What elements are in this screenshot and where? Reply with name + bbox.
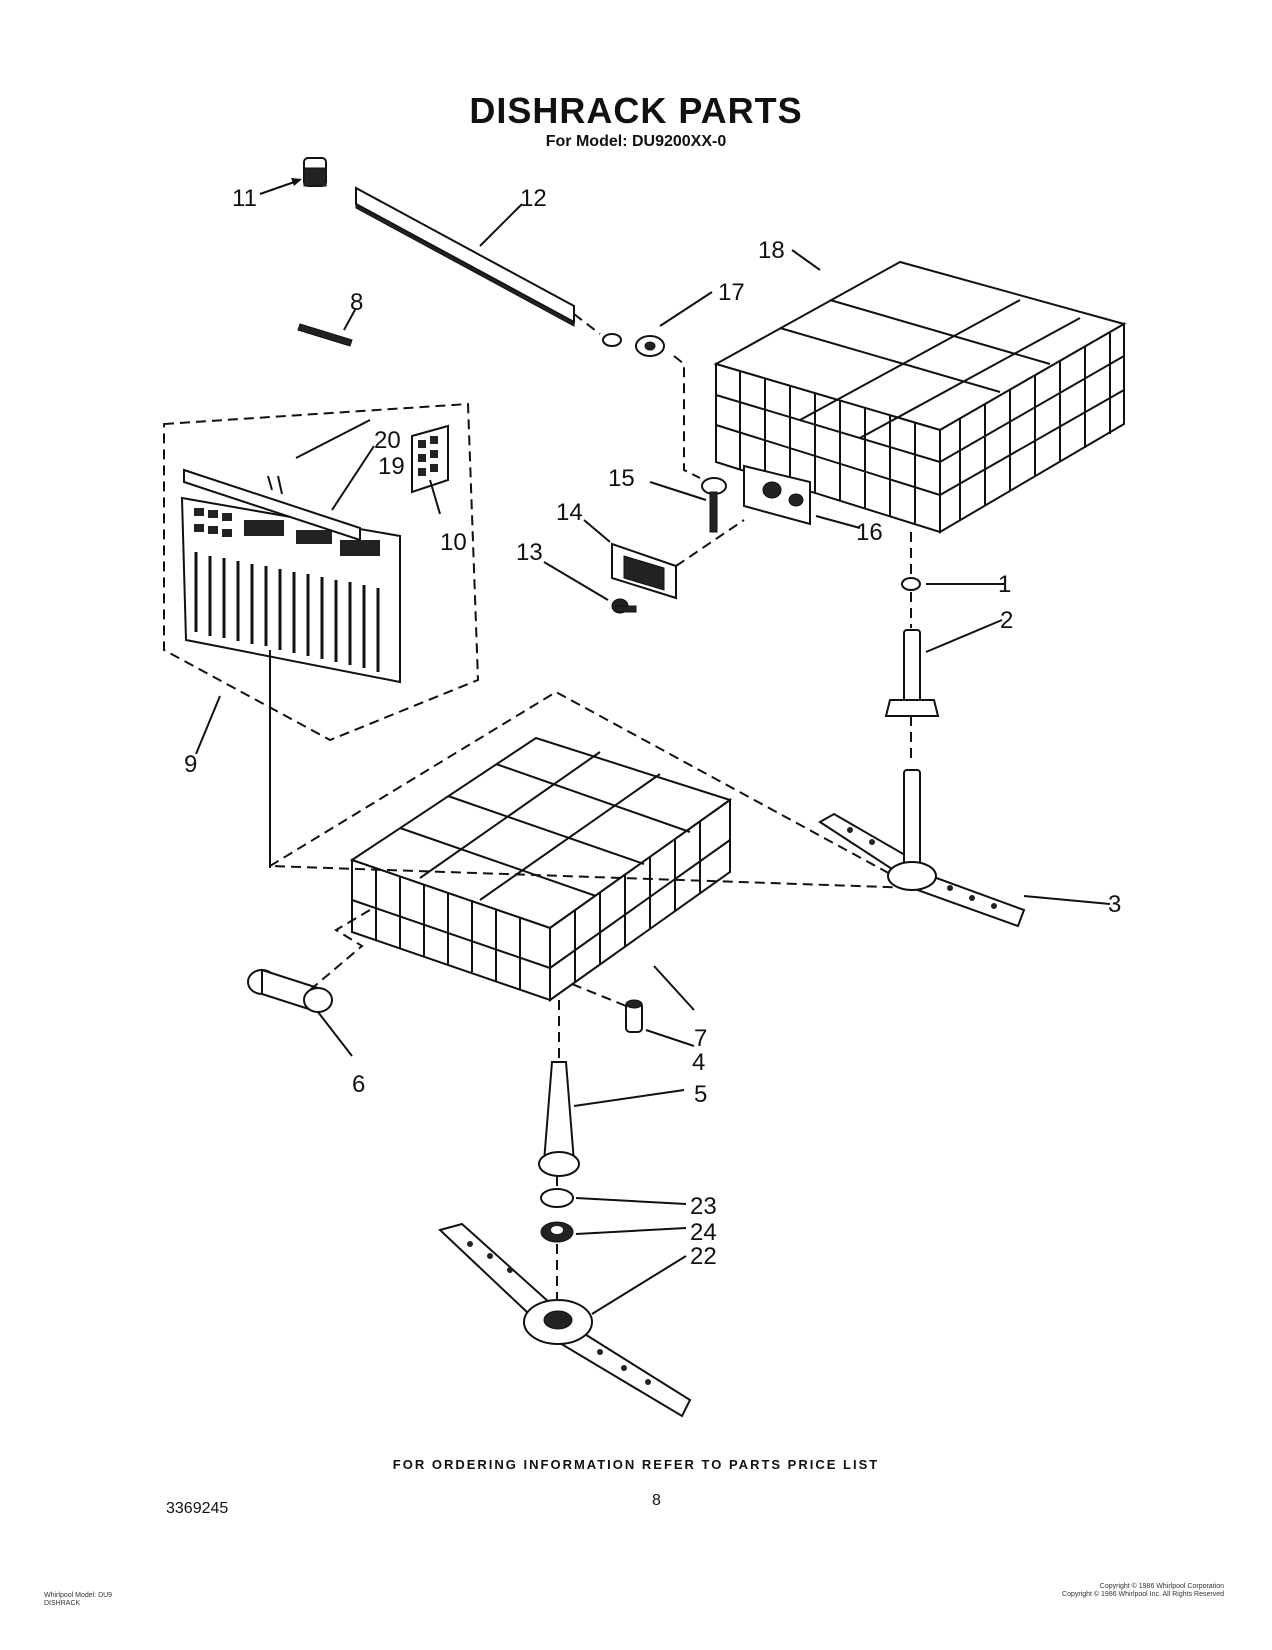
part-9-silverware-basket-assembly[interactable]	[163, 402, 480, 742]
leader-12	[479, 203, 523, 247]
leader-14	[583, 519, 611, 543]
callout-14: 14	[556, 499, 583, 526]
leader-24	[575, 1227, 687, 1235]
leader-17	[659, 291, 713, 327]
part-1-o-ring[interactable]	[901, 577, 921, 591]
leader-7	[653, 965, 695, 1011]
leader-13	[543, 561, 609, 601]
part-20-clip[interactable]	[267, 475, 283, 495]
part-4-bushing[interactable]	[625, 999, 643, 1033]
part-17-clip[interactable]	[602, 333, 665, 357]
copyright-line: Copyright © 1986 Whirlpool Inc. All Righ…	[1062, 1591, 1224, 1598]
file-note: Whirlpool Model: DU9 DISHRACK	[44, 1592, 112, 1608]
leader-19	[331, 445, 375, 511]
part-15-screw[interactable]	[701, 477, 727, 533]
leader-9	[195, 695, 221, 755]
callout-12: 12	[520, 185, 547, 212]
part-5-spray-tube[interactable]	[538, 1061, 580, 1177]
callout-1: 1	[998, 571, 1011, 598]
callout-13: 13	[516, 539, 543, 566]
leader-18	[791, 249, 821, 271]
callout-9: 9	[184, 751, 197, 778]
part-19-handle-bar[interactable]	[183, 468, 361, 542]
callout-2: 2	[1000, 607, 1013, 634]
document-number: 3369245	[166, 1500, 229, 1517]
page-title: DISHRACK PARTS	[469, 90, 803, 131]
leader-3	[1023, 895, 1111, 905]
leader-2	[925, 619, 1003, 653]
leader-20	[295, 419, 371, 459]
part-18-upper-rack[interactable]	[713, 260, 1127, 534]
callout-11: 11	[232, 185, 257, 212]
ordering-note: FOR ORDERING INFORMATION REFER TO PARTS …	[392, 1457, 880, 1472]
leader-22	[591, 1255, 687, 1315]
leader-16	[815, 515, 861, 529]
callout-6: 6	[352, 1071, 365, 1098]
callout-19: 19	[378, 453, 405, 480]
leader-5	[573, 1089, 685, 1107]
leader-8	[343, 307, 357, 331]
callout-8: 8	[350, 289, 363, 316]
part-10-basket-lid[interactable]	[411, 424, 449, 494]
part-2-upper-spray-tube[interactable]	[884, 629, 940, 717]
part-22-lower-spray-arm[interactable]	[438, 1222, 692, 1418]
callout-7: 7	[694, 1025, 707, 1052]
copyright-line: Copyright © 1986 Whirlpool Corporation	[1099, 1583, 1224, 1590]
page-number: 8	[652, 1492, 661, 1509]
leader-6	[317, 1011, 353, 1057]
part-7-lower-rack[interactable]	[349, 736, 733, 1002]
part-8-strip[interactable]	[297, 323, 353, 347]
callout-5: 5	[694, 1081, 707, 1108]
file-note-line: Whirlpool Model: DU9	[44, 1592, 113, 1599]
part-24-nut[interactable]	[540, 1221, 574, 1243]
callout-24: 24	[690, 1219, 717, 1246]
callout-16: 16	[856, 519, 883, 546]
callout-15: 15	[608, 465, 635, 492]
callout-20: 20	[374, 427, 401, 454]
callout-17: 17	[718, 279, 745, 306]
part-3-upper-spray-arm[interactable]	[818, 769, 1026, 928]
callout-3: 3	[1108, 891, 1121, 918]
part-13-screw[interactable]	[611, 598, 637, 614]
leader-4	[645, 1029, 695, 1047]
leader-23	[575, 1197, 687, 1205]
callout-23: 23	[690, 1193, 717, 1220]
callout-18: 18	[758, 237, 785, 264]
part-12-rail[interactable]	[355, 186, 575, 327]
copyright-block: Copyright © 1986 Whirlpool Corporation C…	[1062, 1583, 1224, 1599]
model-subtitle: For Model: DU9200XX-0	[545, 133, 727, 150]
callout-10: 10	[440, 529, 467, 556]
leader-10	[429, 479, 441, 515]
file-note-line: DISHRACK	[44, 1600, 81, 1607]
part-23-washer[interactable]	[540, 1188, 574, 1208]
callout-22: 22	[690, 1243, 717, 1270]
leader-15	[649, 481, 707, 501]
part-11-end-cap[interactable]	[303, 157, 327, 187]
callout-4: 4	[692, 1049, 705, 1076]
part-16-bracket[interactable]	[743, 464, 811, 526]
part-14-latch[interactable]	[611, 542, 677, 600]
part-6-rack-stop[interactable]	[247, 968, 333, 1014]
